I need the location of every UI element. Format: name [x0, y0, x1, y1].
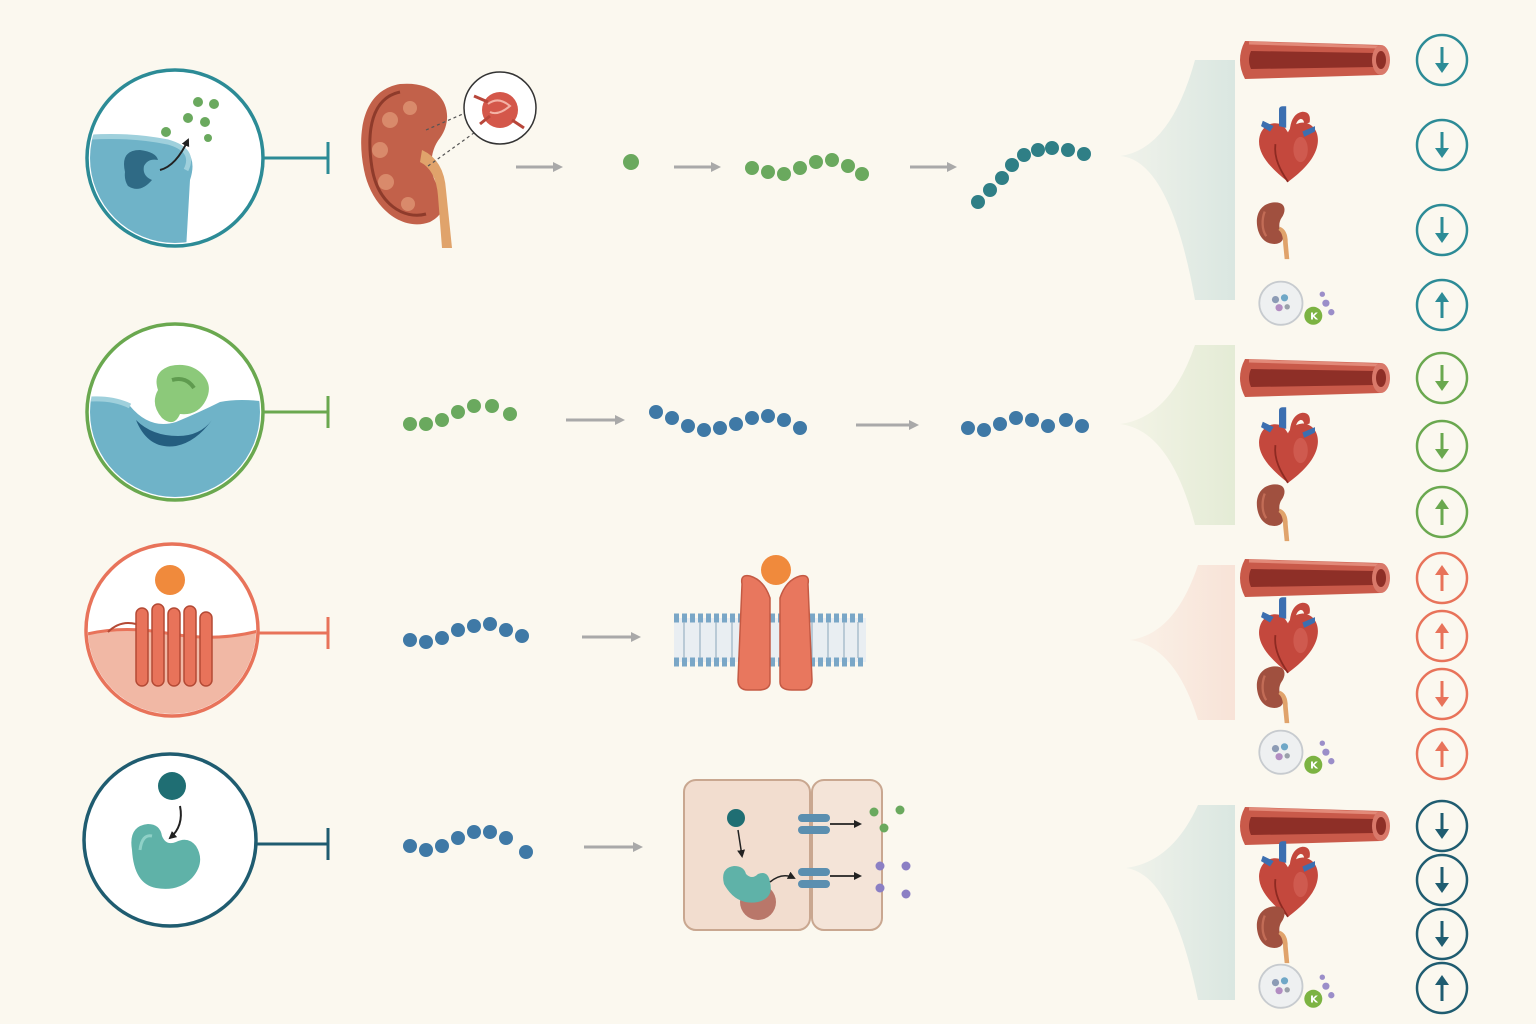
effect-down-arrow-icon — [1415, 667, 1469, 721]
row-receptor-blocker — [84, 542, 1235, 720]
effects-renin-inhibitor: K — [1238, 33, 1469, 332]
kidney-source-icon — [361, 71, 537, 248]
inhibition-bar — [263, 142, 330, 174]
row-renin-inhibitor — [85, 60, 1235, 300]
effects-ace-inhibitor — [1238, 351, 1469, 543]
potassium-label: K — [1310, 995, 1319, 1006]
effect-down-arrow-icon — [1415, 907, 1469, 961]
vessel-icon — [1238, 39, 1392, 81]
heart-icon — [1258, 406, 1319, 484]
drug-target-circle — [85, 322, 265, 502]
inhibition-bar — [263, 396, 330, 428]
effect-up-arrow-icon — [1415, 485, 1469, 539]
effect-up-arrow-icon — [1415, 278, 1469, 332]
intracellular-receptor-icon — [131, 772, 201, 889]
effects-column: K K K — [1238, 33, 1469, 1015]
peptide-chain-teal — [971, 141, 1091, 209]
peptide-chain-blue — [403, 617, 529, 649]
peptide-chain-blue — [403, 825, 533, 859]
kidney-icon — [1255, 201, 1291, 261]
vessel-icon — [1238, 805, 1392, 847]
peptide-chain-blue — [961, 411, 1089, 437]
effect-down-arrow-icon — [1415, 419, 1469, 473]
effect-down-arrow-icon — [1415, 33, 1469, 87]
effect-up-arrow-icon — [1415, 727, 1469, 781]
effects-receptor-blocker: K — [1238, 551, 1469, 781]
heart-icon — [1258, 840, 1319, 918]
kidney-icon — [1255, 905, 1291, 965]
effect-down-arrow-icon — [1415, 118, 1469, 172]
drug-target-circle — [84, 542, 260, 718]
epithelial-cell-icon — [683, 779, 911, 931]
kidney-icon — [1255, 665, 1291, 725]
effect-down-arrow-icon — [1415, 203, 1469, 257]
peptide-chain-blue — [649, 405, 807, 437]
effect-fan — [1120, 60, 1235, 300]
effect-up-arrow-icon — [1415, 551, 1469, 605]
potassium-label: K — [1310, 312, 1319, 323]
vessel-icon — [1238, 357, 1392, 399]
drug-target-circle — [85, 68, 265, 248]
inhibition-bar — [256, 828, 330, 860]
peptide-chain-green — [403, 399, 517, 431]
vessel-icon — [1238, 557, 1392, 599]
effect-fan — [1126, 805, 1235, 1000]
potassium-label: K — [1310, 761, 1319, 772]
effect-down-arrow-icon — [1415, 799, 1469, 853]
row-mineralocorticoid-antagonist — [82, 752, 1235, 1000]
effect-down-arrow-icon — [1415, 351, 1469, 405]
effects-mineralocorticoid-antagonist: K — [1238, 799, 1469, 1015]
effect-down-arrow-icon — [1415, 853, 1469, 907]
inhibition-bar — [258, 617, 330, 649]
heart-icon — [1258, 105, 1319, 183]
peptide-chain-green — [745, 153, 869, 181]
effect-up-arrow-icon — [1415, 961, 1469, 1015]
potassium-icon — [1258, 729, 1336, 775]
effect-up-arrow-icon — [1415, 609, 1469, 663]
heart-icon — [1258, 596, 1319, 674]
drug-target-circle — [82, 752, 258, 928]
membrane-receptor-icon — [674, 555, 866, 691]
enzyme-blocked-release-icon — [90, 97, 219, 243]
peptide-precursor — [623, 154, 639, 170]
kidney-icon — [1255, 483, 1291, 543]
effect-fan — [1130, 565, 1235, 720]
effect-fan — [1120, 345, 1235, 525]
receptor-icon — [88, 565, 256, 714]
potassium-icon — [1258, 280, 1336, 326]
potassium-icon — [1258, 963, 1336, 1009]
row-ace-inhibitor — [85, 322, 1235, 525]
